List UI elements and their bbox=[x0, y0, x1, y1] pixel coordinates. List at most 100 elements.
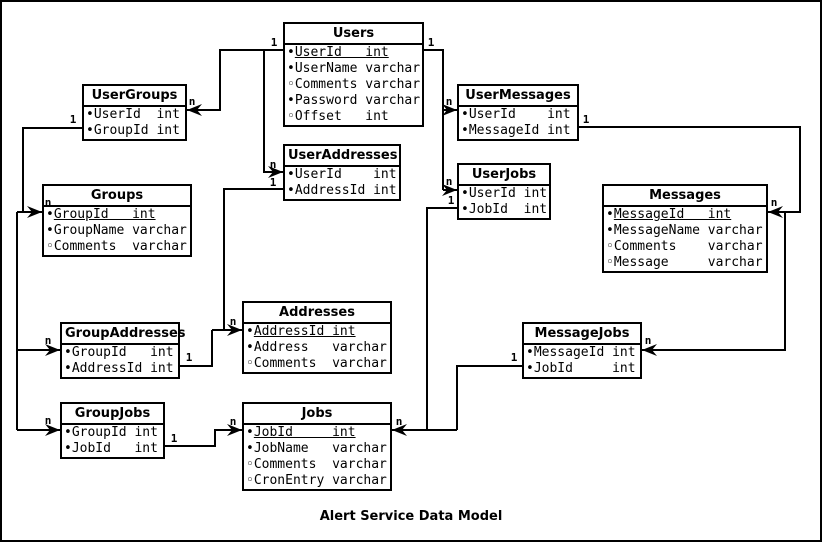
diagram-title: Alert Service Data Model bbox=[319, 509, 503, 524]
field-text: Comments varchar bbox=[253, 457, 387, 472]
entity-title: GroupJobs bbox=[62, 404, 163, 425]
entity-fields: •GroupId int•JobId int bbox=[62, 425, 163, 457]
entity-title: Users bbox=[285, 24, 422, 45]
required-bullet-icon: • bbox=[246, 324, 254, 339]
relationship-line-users-right-run bbox=[421, 49, 444, 190]
cardinality-label: n bbox=[446, 95, 453, 108]
entity-title: Addresses bbox=[244, 303, 390, 324]
table-row: •AddressId int bbox=[62, 361, 178, 377]
required-bullet-icon: • bbox=[64, 345, 72, 360]
table-row: ◦Comments varchar bbox=[244, 457, 390, 473]
required-bullet-icon: • bbox=[606, 207, 614, 222]
primary-key-field: MessageId int bbox=[613, 207, 732, 222]
entity-fields: •GroupId int•GroupName varchar◦Comments … bbox=[44, 207, 190, 255]
cardinality-label: n bbox=[189, 95, 196, 108]
nullable-bullet-icon: ◦ bbox=[287, 77, 295, 92]
table-row: •JobId int bbox=[524, 361, 640, 377]
relationship-line-messagejobs-to-jobs-run bbox=[456, 365, 524, 430]
required-bullet-icon: • bbox=[246, 441, 254, 456]
table-row: •UserId int bbox=[459, 186, 549, 202]
entity-title: Groups bbox=[44, 186, 190, 207]
table-row: ◦Comments varchar bbox=[285, 77, 422, 93]
entity-title: UserAddresses bbox=[285, 146, 399, 167]
required-bullet-icon: • bbox=[86, 123, 94, 138]
field-text: MessageName varchar bbox=[613, 223, 763, 238]
entity-table-useraddresses: UserAddresses •UserId int•AddressId int bbox=[283, 144, 401, 201]
entity-title: UserGroups bbox=[84, 86, 185, 107]
cardinality-label: 1 bbox=[171, 432, 178, 445]
nullable-bullet-icon: ◦ bbox=[606, 255, 614, 270]
relationship-line-userjobs-to-jobs-run bbox=[426, 207, 459, 430]
field-text: JobId int bbox=[533, 361, 636, 376]
entity-table-usergroups: UserGroups •UserId int•GroupId int bbox=[82, 84, 187, 141]
required-bullet-icon: • bbox=[287, 167, 295, 182]
nullable-bullet-icon: ◦ bbox=[287, 109, 295, 124]
required-bullet-icon: • bbox=[86, 107, 94, 122]
table-row: •GroupId int bbox=[62, 345, 178, 361]
entity-title: UserJobs bbox=[459, 165, 549, 186]
required-bullet-icon: • bbox=[526, 361, 534, 376]
entity-fields: •JobId int•JobName varchar◦Comments varc… bbox=[244, 425, 390, 489]
cardinality-label: n bbox=[771, 196, 778, 209]
cardinality-label: n bbox=[230, 415, 237, 428]
required-bullet-icon: • bbox=[64, 425, 72, 440]
field-text: AddressId int bbox=[71, 361, 174, 376]
table-row: ◦Comments varchar bbox=[244, 356, 390, 372]
field-text: GroupName varchar bbox=[53, 223, 187, 238]
nullable-bullet-icon: ◦ bbox=[606, 239, 614, 254]
entity-fields: •MessageId int•JobId int bbox=[524, 345, 640, 377]
field-text: Comments varchar bbox=[253, 356, 387, 371]
table-row: ◦Comments varchar bbox=[604, 239, 766, 255]
field-text: JobId int bbox=[71, 441, 158, 456]
entity-title: UserMessages bbox=[459, 86, 577, 107]
cardinality-label: n bbox=[396, 415, 403, 428]
cardinality-label: 1 bbox=[428, 36, 435, 49]
primary-key-field: UserId int bbox=[294, 45, 389, 60]
primary-key-field: GroupId int bbox=[53, 207, 156, 222]
table-row: •GroupId int bbox=[44, 207, 190, 223]
nullable-bullet-icon: ◦ bbox=[46, 239, 54, 254]
entity-fields: •MessageId int•MessageName varchar◦Comme… bbox=[604, 207, 766, 271]
nullable-bullet-icon: ◦ bbox=[246, 473, 254, 488]
relationship-line-users-to-useraddresses bbox=[263, 50, 283, 178]
field-text: UserId int bbox=[93, 107, 180, 122]
table-row: •Address varchar bbox=[244, 340, 390, 356]
field-text: GroupId int bbox=[71, 345, 174, 360]
cardinality-label: 1 bbox=[186, 351, 193, 364]
required-bullet-icon: • bbox=[287, 45, 295, 60]
field-text: UserId int bbox=[468, 107, 571, 122]
field-text: Comments varchar bbox=[294, 77, 421, 92]
table-row: •Password varchar bbox=[285, 93, 422, 109]
primary-key-field: JobId int bbox=[253, 425, 356, 440]
field-text: UserId int bbox=[294, 167, 397, 182]
entity-fields: •UserId int•GroupId int bbox=[84, 107, 185, 139]
required-bullet-icon: • bbox=[64, 361, 72, 376]
entity-fields: •AddressId int•Address varchar◦Comments … bbox=[244, 324, 390, 372]
entity-table-groupaddresses: GroupAddresses •GroupId int•AddressId in… bbox=[60, 322, 186, 379]
table-row: ◦Message varchar bbox=[604, 255, 766, 271]
cardinality-label: n bbox=[645, 334, 652, 347]
entity-table-messagejobs: MessageJobs •MessageId int•JobId int bbox=[522, 322, 642, 379]
field-text: UserId int bbox=[468, 186, 548, 201]
cardinality-label: 1 bbox=[70, 113, 77, 126]
entity-fields: •UserId int•JobId int bbox=[459, 186, 549, 218]
required-bullet-icon: • bbox=[287, 93, 295, 108]
table-row: •JobId int bbox=[244, 425, 390, 441]
table-row: •JobName varchar bbox=[244, 441, 390, 457]
entity-table-userjobs: UserJobs •UserId int•JobId int bbox=[457, 163, 551, 220]
field-text: Password varchar bbox=[294, 93, 421, 108]
relationship-line-groupjobs-to-jobs bbox=[163, 424, 242, 447]
required-bullet-icon: • bbox=[287, 61, 295, 76]
table-row: •UserId int bbox=[84, 107, 185, 123]
primary-key-field: AddressId int bbox=[253, 324, 356, 339]
cardinality-label: n bbox=[230, 315, 237, 328]
cardinality-label: n bbox=[45, 414, 52, 427]
required-bullet-icon: • bbox=[526, 345, 534, 360]
table-row: •UserId int bbox=[285, 167, 399, 183]
table-row: •UserId int bbox=[459, 107, 577, 123]
required-bullet-icon: • bbox=[46, 207, 54, 222]
entity-fields: •GroupId int•AddressId int bbox=[62, 345, 178, 377]
table-row: •MessageId int bbox=[524, 345, 640, 361]
entity-title: GroupAddresses bbox=[62, 324, 186, 345]
